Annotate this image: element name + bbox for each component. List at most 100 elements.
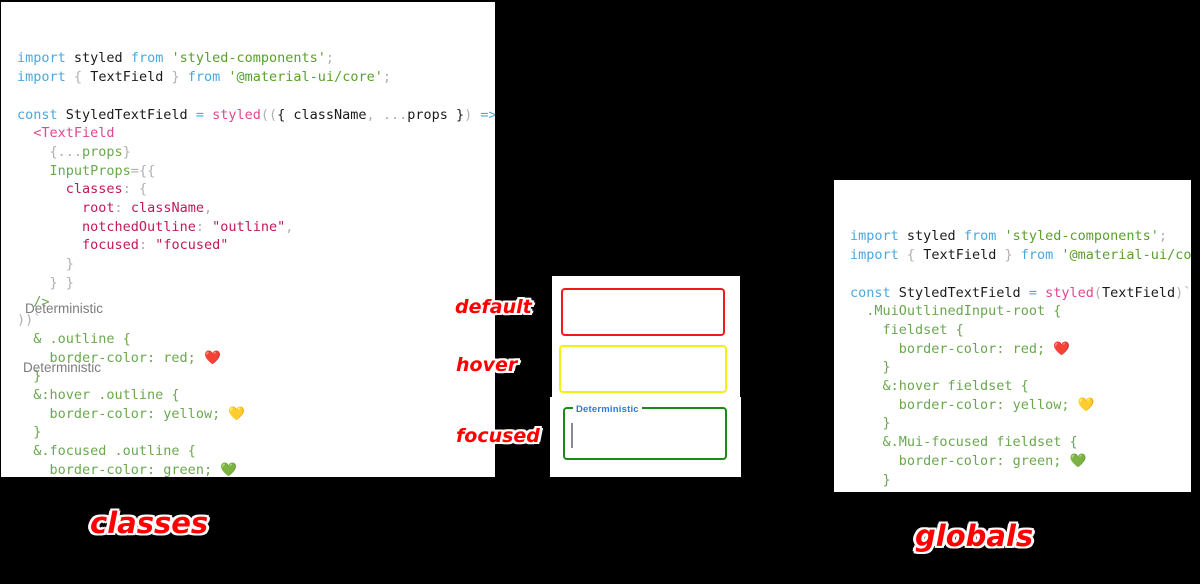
code-token: { — [906, 247, 916, 264]
code-token: { className — [277, 106, 367, 123]
code-token: } — [447, 106, 465, 123]
code-token: from — [963, 228, 997, 245]
code-token — [850, 415, 883, 431]
code-line: import styled from 'styled-components'; — [850, 227, 1191, 246]
code-token: /> — [33, 293, 50, 310]
code-token: import — [17, 50, 66, 67]
code-line: import { TextField } from '@material-ui/… — [17, 68, 495, 87]
textfield-demo-panel — [550, 276, 741, 477]
code-token: border-color: red; — [49, 349, 196, 366]
code-token: &:hover fieldset { — [882, 378, 1029, 395]
code-token: ... — [57, 143, 83, 160]
code-token — [850, 378, 883, 394]
code-token: 💚 — [1061, 452, 1087, 469]
code-line: &.focused .outline { — [17, 442, 495, 461]
code-token: {{ — [138, 162, 156, 179]
code-token: & .outline { — [33, 330, 131, 347]
code-token: styled — [1045, 284, 1094, 301]
code-line: & .outline { — [17, 330, 495, 349]
code-token: '@material-ui/core' — [228, 69, 383, 86]
code-token: , — [203, 200, 213, 217]
code-token: { — [138, 181, 148, 198]
code-token: 💛 — [1069, 396, 1095, 413]
code-line: border-color: green; 💚 — [850, 452, 1191, 471]
textfield-hover[interactable] — [559, 345, 727, 393]
code-token: ... — [382, 106, 408, 123]
code-token: from — [1020, 247, 1054, 264]
code-token: : — [195, 218, 213, 235]
textfield-focused[interactable] — [563, 407, 727, 460]
code-line: notchedOutline: "outline", — [17, 218, 495, 237]
code-token: styled — [65, 50, 131, 67]
code-token: : — [122, 181, 139, 198]
code-line: &.Mui-focused fieldset { — [850, 433, 1191, 452]
annotation-hover: hover — [456, 354, 518, 376]
code-line: &:hover fieldset { — [850, 377, 1191, 396]
code-token — [17, 237, 82, 253]
code-line: ))` — [17, 311, 495, 330]
code-token: { — [73, 69, 83, 86]
annotation-globals-title: globals — [915, 519, 1034, 553]
code-token — [17, 219, 82, 235]
code-token: props — [407, 106, 448, 123]
demo-panel-background-top — [552, 276, 740, 397]
code-token: )` — [1175, 284, 1191, 301]
code-token — [17, 200, 82, 216]
code-line: focused: "focused" — [17, 236, 495, 255]
code-token — [375, 107, 383, 123]
code-token: ❤️ — [195, 349, 221, 366]
code-token: from — [187, 69, 221, 86]
code-token: border-color: yellow; — [898, 396, 1070, 413]
code-token: styled — [898, 228, 964, 245]
code-token — [17, 331, 33, 347]
code-token — [1013, 247, 1021, 263]
code-token: classes — [65, 181, 123, 198]
code-token: className — [130, 200, 204, 217]
code-token: } — [866, 490, 874, 492]
code-token: import — [17, 69, 66, 86]
code-token — [17, 387, 33, 403]
code-token: &:hover .outline { — [33, 387, 180, 404]
code-line: } — [850, 358, 1191, 377]
code-token: fieldset { — [882, 321, 964, 338]
code-token — [850, 397, 899, 413]
code-line: fieldset { — [850, 321, 1191, 340]
code-token: const — [17, 106, 58, 123]
code-token — [17, 275, 50, 291]
code-line: } — [850, 471, 1191, 490]
code-token — [850, 341, 899, 357]
code-token: import — [850, 228, 899, 245]
code-token: &.Mui-focused fieldset { — [882, 434, 1078, 451]
code-token: from — [130, 50, 164, 67]
code-line: &:hover .outline { — [17, 386, 495, 405]
textfield-default-value: Deterministic — [25, 301, 104, 316]
code-token: 'styled-components' — [1004, 228, 1159, 245]
code-line: } — [17, 255, 495, 274]
code-line: import { TextField } from '@material-ui/… — [850, 246, 1191, 265]
code-token: } — [1004, 247, 1013, 264]
code-token: ❤️ — [1045, 340, 1071, 357]
annotation-default: default — [455, 296, 532, 318]
code-token: => — [480, 106, 495, 123]
textfield-default[interactable] — [561, 288, 725, 336]
annotation-classes-title: classes — [90, 506, 209, 540]
code-token: ) — [464, 106, 473, 123]
code-token — [17, 144, 50, 160]
code-line: classes: { — [17, 180, 495, 199]
code-line: .MuiOutlinedInput-root { — [850, 302, 1191, 321]
code-token: InputProps — [49, 162, 131, 179]
code-token: focused — [82, 237, 139, 254]
code-token — [17, 424, 33, 440]
code-token: } — [171, 69, 180, 86]
code-line: import styled from 'styled-components'; — [17, 49, 495, 68]
code-token — [850, 453, 899, 469]
code-token: StyledTextField — [57, 106, 196, 123]
code-token: "outline" — [212, 218, 286, 235]
code-token: : — [114, 200, 131, 217]
code-token: ))` — [17, 312, 42, 329]
code-token: } — [122, 143, 131, 160]
annotation-focused: focused — [456, 425, 540, 447]
code-token — [850, 490, 866, 492]
code-line — [17, 87, 495, 106]
code-line: const StyledTextField = styled(TextField… — [850, 284, 1191, 303]
